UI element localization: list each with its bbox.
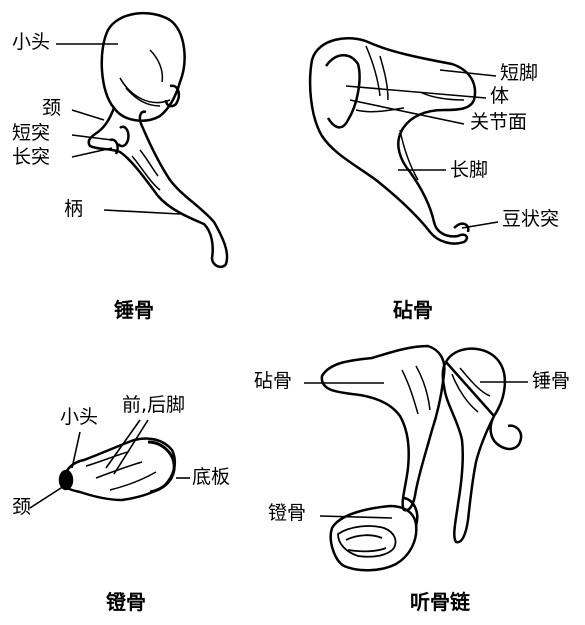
- label-stapes-neck: 颈: [12, 498, 31, 517]
- malleus-long-process: [110, 140, 118, 154]
- label-incus-short-crus: 短脚: [500, 64, 538, 83]
- label-stapes-base: 底板: [192, 468, 230, 487]
- label-incus-lenticular-process: 豆状突: [502, 210, 559, 229]
- caption-incus: 砧骨: [393, 300, 433, 320]
- chain-leaders: [304, 382, 528, 518]
- leader-incus-body: [346, 86, 486, 98]
- incus-drawing: [310, 38, 475, 243]
- chain-stapes: [331, 506, 417, 570]
- label-malleus-short-process: 短突: [12, 124, 50, 143]
- label-stapes-crura: 前,后脚: [122, 396, 185, 415]
- label-chain-incus: 砧骨: [254, 372, 292, 391]
- incus-articular-surface: [326, 55, 360, 127]
- label-malleus-head: 小头: [12, 33, 50, 52]
- malleus-short-process: [118, 127, 128, 146]
- label-stapes-head: 小头: [60, 408, 98, 427]
- leader-chain-stapes: [320, 516, 392, 518]
- label-chain-malleus: 锤骨: [532, 372, 570, 391]
- label-incus-body: 体: [490, 87, 509, 106]
- malleus-head-shading: [120, 50, 170, 106]
- chain-incus-shading: [402, 366, 430, 414]
- label-malleus-neck: 颈: [42, 99, 61, 118]
- chain-incus: [322, 346, 445, 510]
- chain-stapes-footplate: [338, 526, 396, 557]
- label-malleus-handle: 柄: [64, 200, 83, 219]
- stapes-head: [60, 471, 72, 489]
- chain-drawing: [322, 346, 521, 570]
- caption-stapes: 镫骨: [106, 592, 146, 612]
- caption-malleus: 锤骨: [114, 300, 154, 320]
- leader-malleus-long: [72, 148, 112, 157]
- caption-ossicular-chain: 听骨链: [410, 592, 470, 612]
- label-chain-stapes: 镫骨: [268, 504, 306, 523]
- chain-malleus: [443, 349, 521, 543]
- stapes-leaders: [30, 420, 190, 508]
- stapes-crura-shading: [86, 452, 156, 490]
- leader-stapes-neck: [30, 486, 64, 508]
- leader-malleus-neck: [72, 110, 104, 120]
- label-malleus-long-process: 长突: [12, 148, 50, 167]
- label-incus-articular-surface: 关节面: [470, 113, 527, 132]
- label-incus-long-crus: 长脚: [450, 161, 488, 180]
- malleus-head: [102, 13, 185, 121]
- leader-malleus-handle: [104, 210, 180, 214]
- incus-body: [310, 38, 475, 243]
